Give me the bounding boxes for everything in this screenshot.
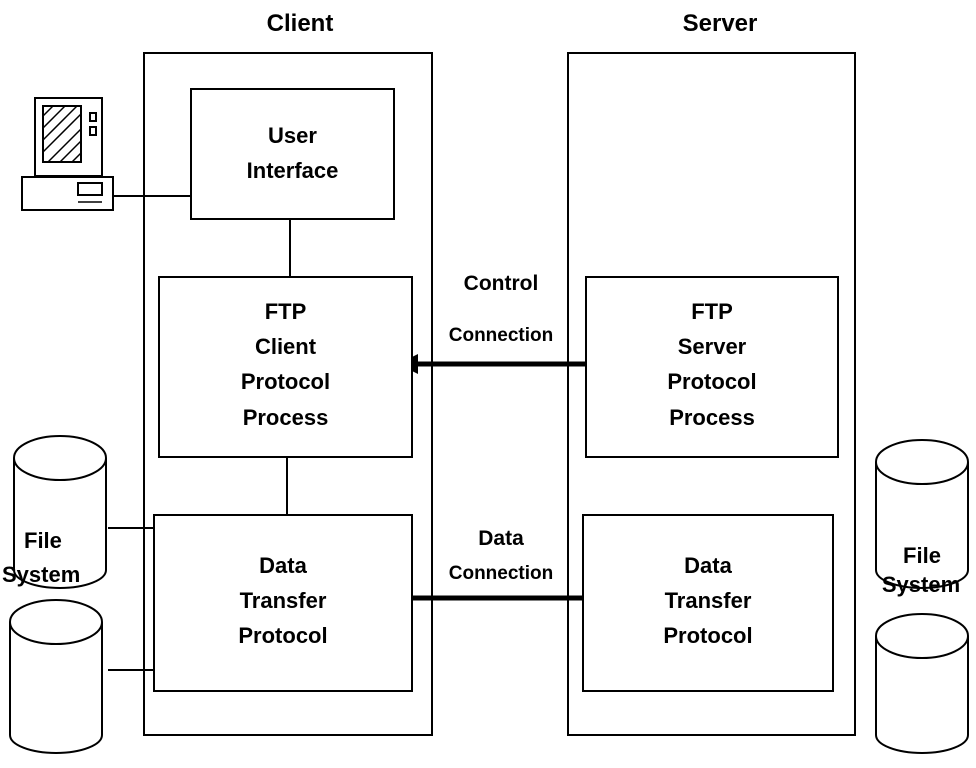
- control-connection-label-1: Control: [463, 272, 539, 295]
- client-heading: Client: [266, 10, 334, 37]
- ftp-client-protocol-process-box: FTP Client Protocol Process: [158, 276, 413, 458]
- server-pi-line-2: Server: [677, 334, 747, 360]
- client-column: [143, 52, 433, 736]
- client-dtp-line-3: Protocol: [238, 623, 328, 649]
- right-file-system-top-drum: [875, 439, 969, 589]
- server-dtp-line-1: Data: [684, 553, 732, 578]
- client-data-transfer-protocol-box: Data Transfer Protocol: [153, 514, 413, 692]
- client-dtp-line-2: Transfer: [239, 588, 327, 614]
- control-connection-label-2: Connection: [448, 325, 554, 346]
- data-connection-label-2: Connection: [448, 563, 554, 584]
- server-dtp-line-3: Protocol: [663, 623, 753, 649]
- right-file-system-bottom-drum: [875, 613, 969, 754]
- client-pi-line-2: Client: [254, 334, 317, 360]
- client-pi-line-3: Protocol: [240, 369, 331, 395]
- right-file-system-label-1: File: [903, 543, 941, 568]
- left-file-system-label-1: File: [24, 528, 62, 553]
- client-pi-line-4: Process: [242, 404, 329, 430]
- server-data-transfer-protocol-box: Data Transfer Protocol: [582, 514, 834, 692]
- computer-icon: [21, 97, 114, 211]
- server-pi-line-3: Protocol: [667, 369, 757, 395]
- server-column: [567, 52, 856, 736]
- left-file-system-bottom-drum: [9, 599, 103, 754]
- server-heading: Server: [682, 10, 758, 37]
- right-file-system-label-2: System: [881, 572, 961, 597]
- client-pi-line-1: FTP: [264, 299, 307, 324]
- client-dtp-line-1: Data: [259, 553, 307, 578]
- ftp-server-protocol-process-box: FTP Server Protocol Process: [585, 276, 839, 458]
- left-file-system-top-drum: [13, 435, 107, 589]
- server-dtp-line-2: Transfer: [664, 588, 752, 614]
- user-interface-line-1: User: [268, 123, 317, 148]
- server-pi-line-4: Process: [669, 404, 755, 430]
- data-connection-label-1: Data: [478, 527, 524, 550]
- user-interface-box: User Interface: [190, 88, 395, 220]
- server-pi-line-1: FTP: [691, 299, 733, 324]
- left-file-system-label-2: System: [2, 562, 81, 587]
- user-interface-line-2: Interface: [246, 158, 339, 184]
